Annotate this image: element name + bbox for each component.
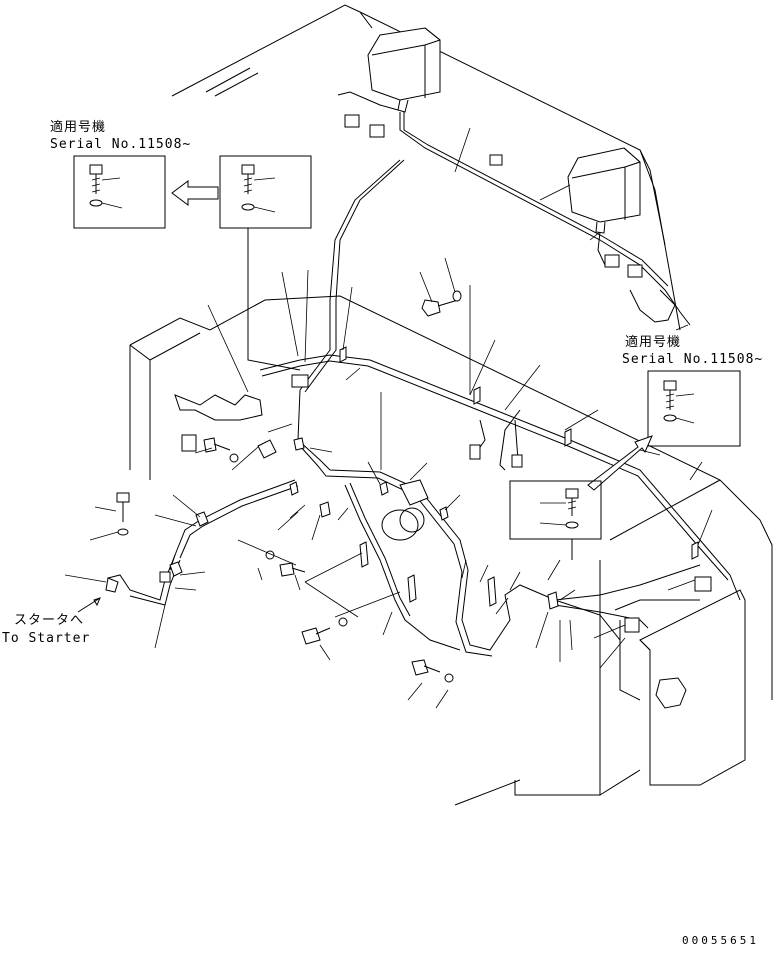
switch-icon <box>174 394 687 709</box>
connector-icon <box>181 114 712 633</box>
callout-right-line1: 適用号機 <box>625 334 681 350</box>
arrow-diagonal-icon <box>587 435 653 491</box>
bolt-icon <box>241 164 276 213</box>
lamp-icon-right <box>567 147 641 234</box>
leader-lines <box>64 127 713 709</box>
machine-body-outline <box>129 295 773 806</box>
lamp-icon-left <box>367 27 441 113</box>
callout-right-line2: Serial No.11508~ <box>622 352 763 367</box>
callout-center-box <box>219 155 312 229</box>
callout-left-line2: Serial No.11508~ <box>50 137 191 152</box>
bolt-icon <box>539 488 579 529</box>
bolt-icon <box>89 164 123 209</box>
relay-icon <box>381 479 429 541</box>
callout-left: 適用号機 Serial No.11508~ <box>50 119 312 371</box>
callout-left-line1: 適用号機 <box>50 119 106 135</box>
starter-label: スタータへ To Starter <box>2 597 101 646</box>
callout-mid-box <box>509 480 602 540</box>
cab-roof-outline <box>171 4 681 331</box>
main-harness <box>107 91 741 657</box>
arrow-left-icon <box>171 180 219 206</box>
starter-label-en: To Starter <box>2 631 90 646</box>
drawing-number: 00055651 <box>682 934 759 947</box>
bolt-icon <box>105 290 462 683</box>
bolt-icon <box>663 380 695 424</box>
callout-left-box <box>73 155 166 229</box>
starter-arrow-icon <box>77 597 101 613</box>
starter-label-jp: スタータへ <box>14 613 84 628</box>
callout-right: 適用号機 Serial No.11508~ <box>509 334 763 560</box>
callout-right-box <box>647 370 741 447</box>
clamp-icon <box>159 346 699 610</box>
